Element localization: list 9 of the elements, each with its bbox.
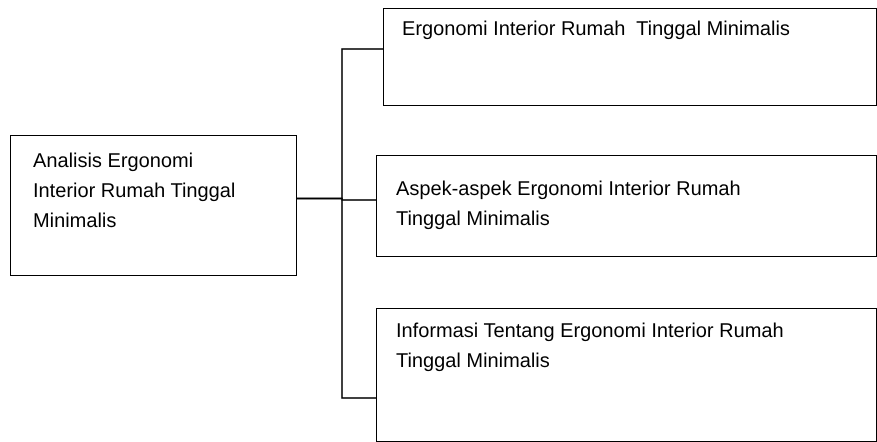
topic-box [10, 135, 297, 276]
topic-box [383, 8, 877, 106]
topic-box [376, 155, 877, 257]
box-text: Aspek-aspek Ergonomi Interior Rumah Tinggal Minimalis [396, 177, 742, 232]
box-text: Analisis Ergonomi Interior Rumah Tinggal Minimalis [33, 149, 236, 234]
box-text: Informasi Tentang Ergonomi Interior Rumah Tinggal Minimalis [396, 319, 785, 374]
topic-box [376, 308, 877, 442]
box-text: Ergonomi Interior Rumah Tinggal Minimalis [402, 17, 791, 42]
connector-line [297, 198, 376, 399]
